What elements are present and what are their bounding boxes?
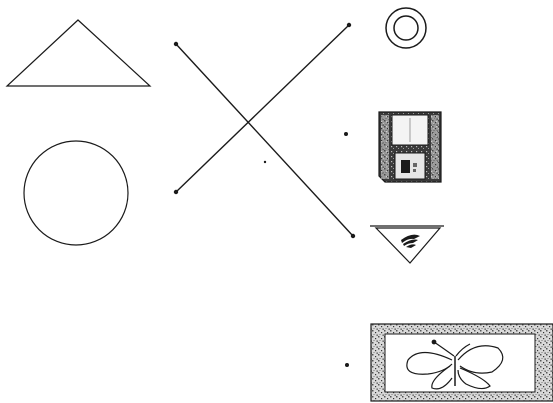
triangle-shape	[7, 20, 150, 86]
ascending-line	[176, 25, 349, 192]
triangle-wing-icon	[370, 226, 444, 263]
line-endpoint-dot	[347, 23, 351, 27]
crossing-lines	[174, 23, 355, 238]
ring-icon	[386, 8, 426, 48]
bullet-dot	[344, 132, 348, 136]
line-endpoint-dot	[174, 42, 178, 46]
line-endpoint-dot	[174, 190, 178, 194]
butterfly-picture-icon	[371, 324, 553, 401]
descending-line	[176, 44, 353, 236]
line-endpoint-dot	[351, 234, 355, 238]
stray-dot	[264, 161, 266, 163]
circle-shape	[24, 141, 128, 245]
bullet-dot	[345, 363, 349, 367]
floppy-disk-icon	[379, 112, 441, 182]
wing-mark	[401, 235, 420, 248]
